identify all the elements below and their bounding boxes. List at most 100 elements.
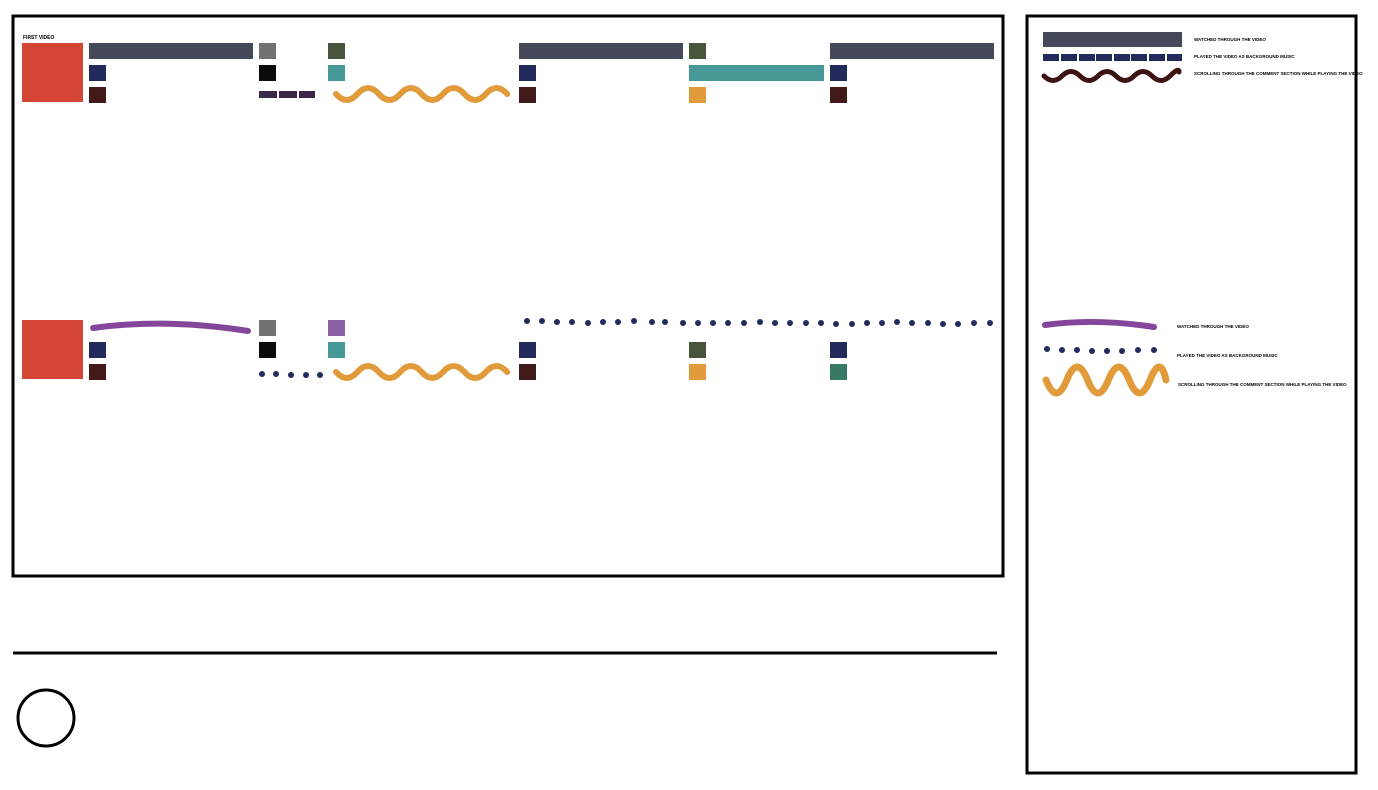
dash-segment [279, 91, 297, 98]
teal-square [328, 342, 345, 358]
legend-label: WATCHED THROUGH THE VIDEO [1194, 37, 1266, 42]
legend-label: SCROLLING THROUGH THE COMMENT SECTION WH… [1194, 71, 1363, 76]
black-square [259, 65, 276, 81]
dot [909, 320, 915, 326]
dot [833, 321, 839, 327]
maroon-square [519, 364, 536, 380]
navy-square [519, 342, 536, 358]
row-2 [22, 318, 993, 381]
circle-button[interactable] [16, 688, 76, 748]
watched-bar [830, 43, 994, 59]
dot [585, 320, 591, 326]
dot [1151, 347, 1157, 353]
dot [554, 319, 560, 325]
maroon-square [89, 364, 106, 380]
dot [615, 319, 621, 325]
scrolling-wave [333, 363, 511, 381]
navy-square [89, 342, 106, 358]
dot [757, 319, 763, 325]
red-block [22, 320, 83, 379]
background-dots-long [524, 318, 993, 327]
legend-solid-bar [1043, 32, 1182, 47]
dot [894, 319, 900, 325]
scrolling-wave [333, 85, 511, 103]
dash-segment [1079, 54, 1095, 61]
navy-square [519, 65, 536, 81]
first-video-label: FIRST VIDEO [23, 35, 55, 41]
teal-square [328, 65, 345, 81]
dot [288, 372, 294, 378]
legend-dotted-line [1044, 346, 1157, 354]
dot [1044, 346, 1050, 352]
dot [631, 318, 637, 324]
row-1 [22, 43, 994, 103]
dot [940, 321, 946, 327]
dot [725, 320, 731, 326]
dot [680, 320, 686, 326]
dot [273, 371, 279, 377]
olive-square [689, 342, 706, 358]
teal-bar [689, 65, 824, 81]
legend-group-a: WATCHED THROUGH THE VIDEO PLAYED THE VID… [1041, 32, 1363, 83]
green-teal-square [830, 364, 847, 380]
dot [695, 320, 701, 326]
dot [569, 319, 575, 325]
olive-square [689, 43, 706, 59]
legend-group-b: WATCHED THROUGH THE VIDEO PLAYED THE VID… [1042, 318, 1347, 397]
dash-segment [1131, 54, 1147, 61]
legend-label: SCROLLING THROUGH THE COMMENT SECTION WH… [1178, 382, 1347, 387]
dot [772, 320, 778, 326]
dot [849, 321, 855, 327]
red-block [22, 43, 83, 102]
legend-wavy-line [1042, 363, 1170, 397]
maroon-square [830, 87, 847, 103]
dash-segment [1096, 54, 1112, 61]
orange-square [689, 87, 706, 103]
dot [1089, 348, 1095, 354]
dash-segment [1167, 54, 1182, 61]
watched-curve [90, 320, 251, 334]
dot [539, 318, 545, 324]
dot [741, 320, 747, 326]
dot [987, 320, 993, 326]
background-dots [259, 371, 323, 378]
dot [317, 372, 323, 378]
dot [955, 321, 961, 327]
dot [864, 320, 870, 326]
dash-segment [1061, 54, 1077, 61]
dot [1059, 347, 1065, 353]
dash-segment [299, 91, 315, 98]
black-square [259, 342, 276, 358]
dot [303, 372, 309, 378]
dot [1104, 348, 1110, 354]
olive-square [328, 43, 345, 59]
maroon-square [519, 87, 536, 103]
watched-bar [89, 43, 253, 59]
legend-dashed-bar [1043, 54, 1182, 61]
dash-segment [1114, 54, 1130, 61]
gray-square [259, 43, 276, 59]
navy-square [830, 65, 847, 81]
dot [1119, 348, 1125, 354]
dot [662, 319, 668, 325]
dot [649, 319, 655, 325]
dash-segment [1149, 54, 1165, 61]
dot [259, 371, 265, 377]
navy-square [830, 342, 847, 358]
gray-square [259, 320, 276, 336]
dash-segment [259, 91, 277, 98]
watched-bar [519, 43, 683, 59]
dot [818, 320, 824, 326]
dot [1135, 347, 1141, 353]
dot [600, 319, 606, 325]
dash-segment [1043, 54, 1059, 61]
main-panel-frame [11, 14, 1005, 578]
legend-label: PLAYED THE VIDEO AS BACKGROUND MUSIC [1177, 353, 1278, 358]
dot [710, 320, 716, 326]
dot [803, 320, 809, 326]
dot [1074, 347, 1080, 353]
navy-square [89, 65, 106, 81]
legend-wavy-line [1041, 67, 1182, 83]
orange-square [689, 364, 706, 380]
dot [787, 320, 793, 326]
